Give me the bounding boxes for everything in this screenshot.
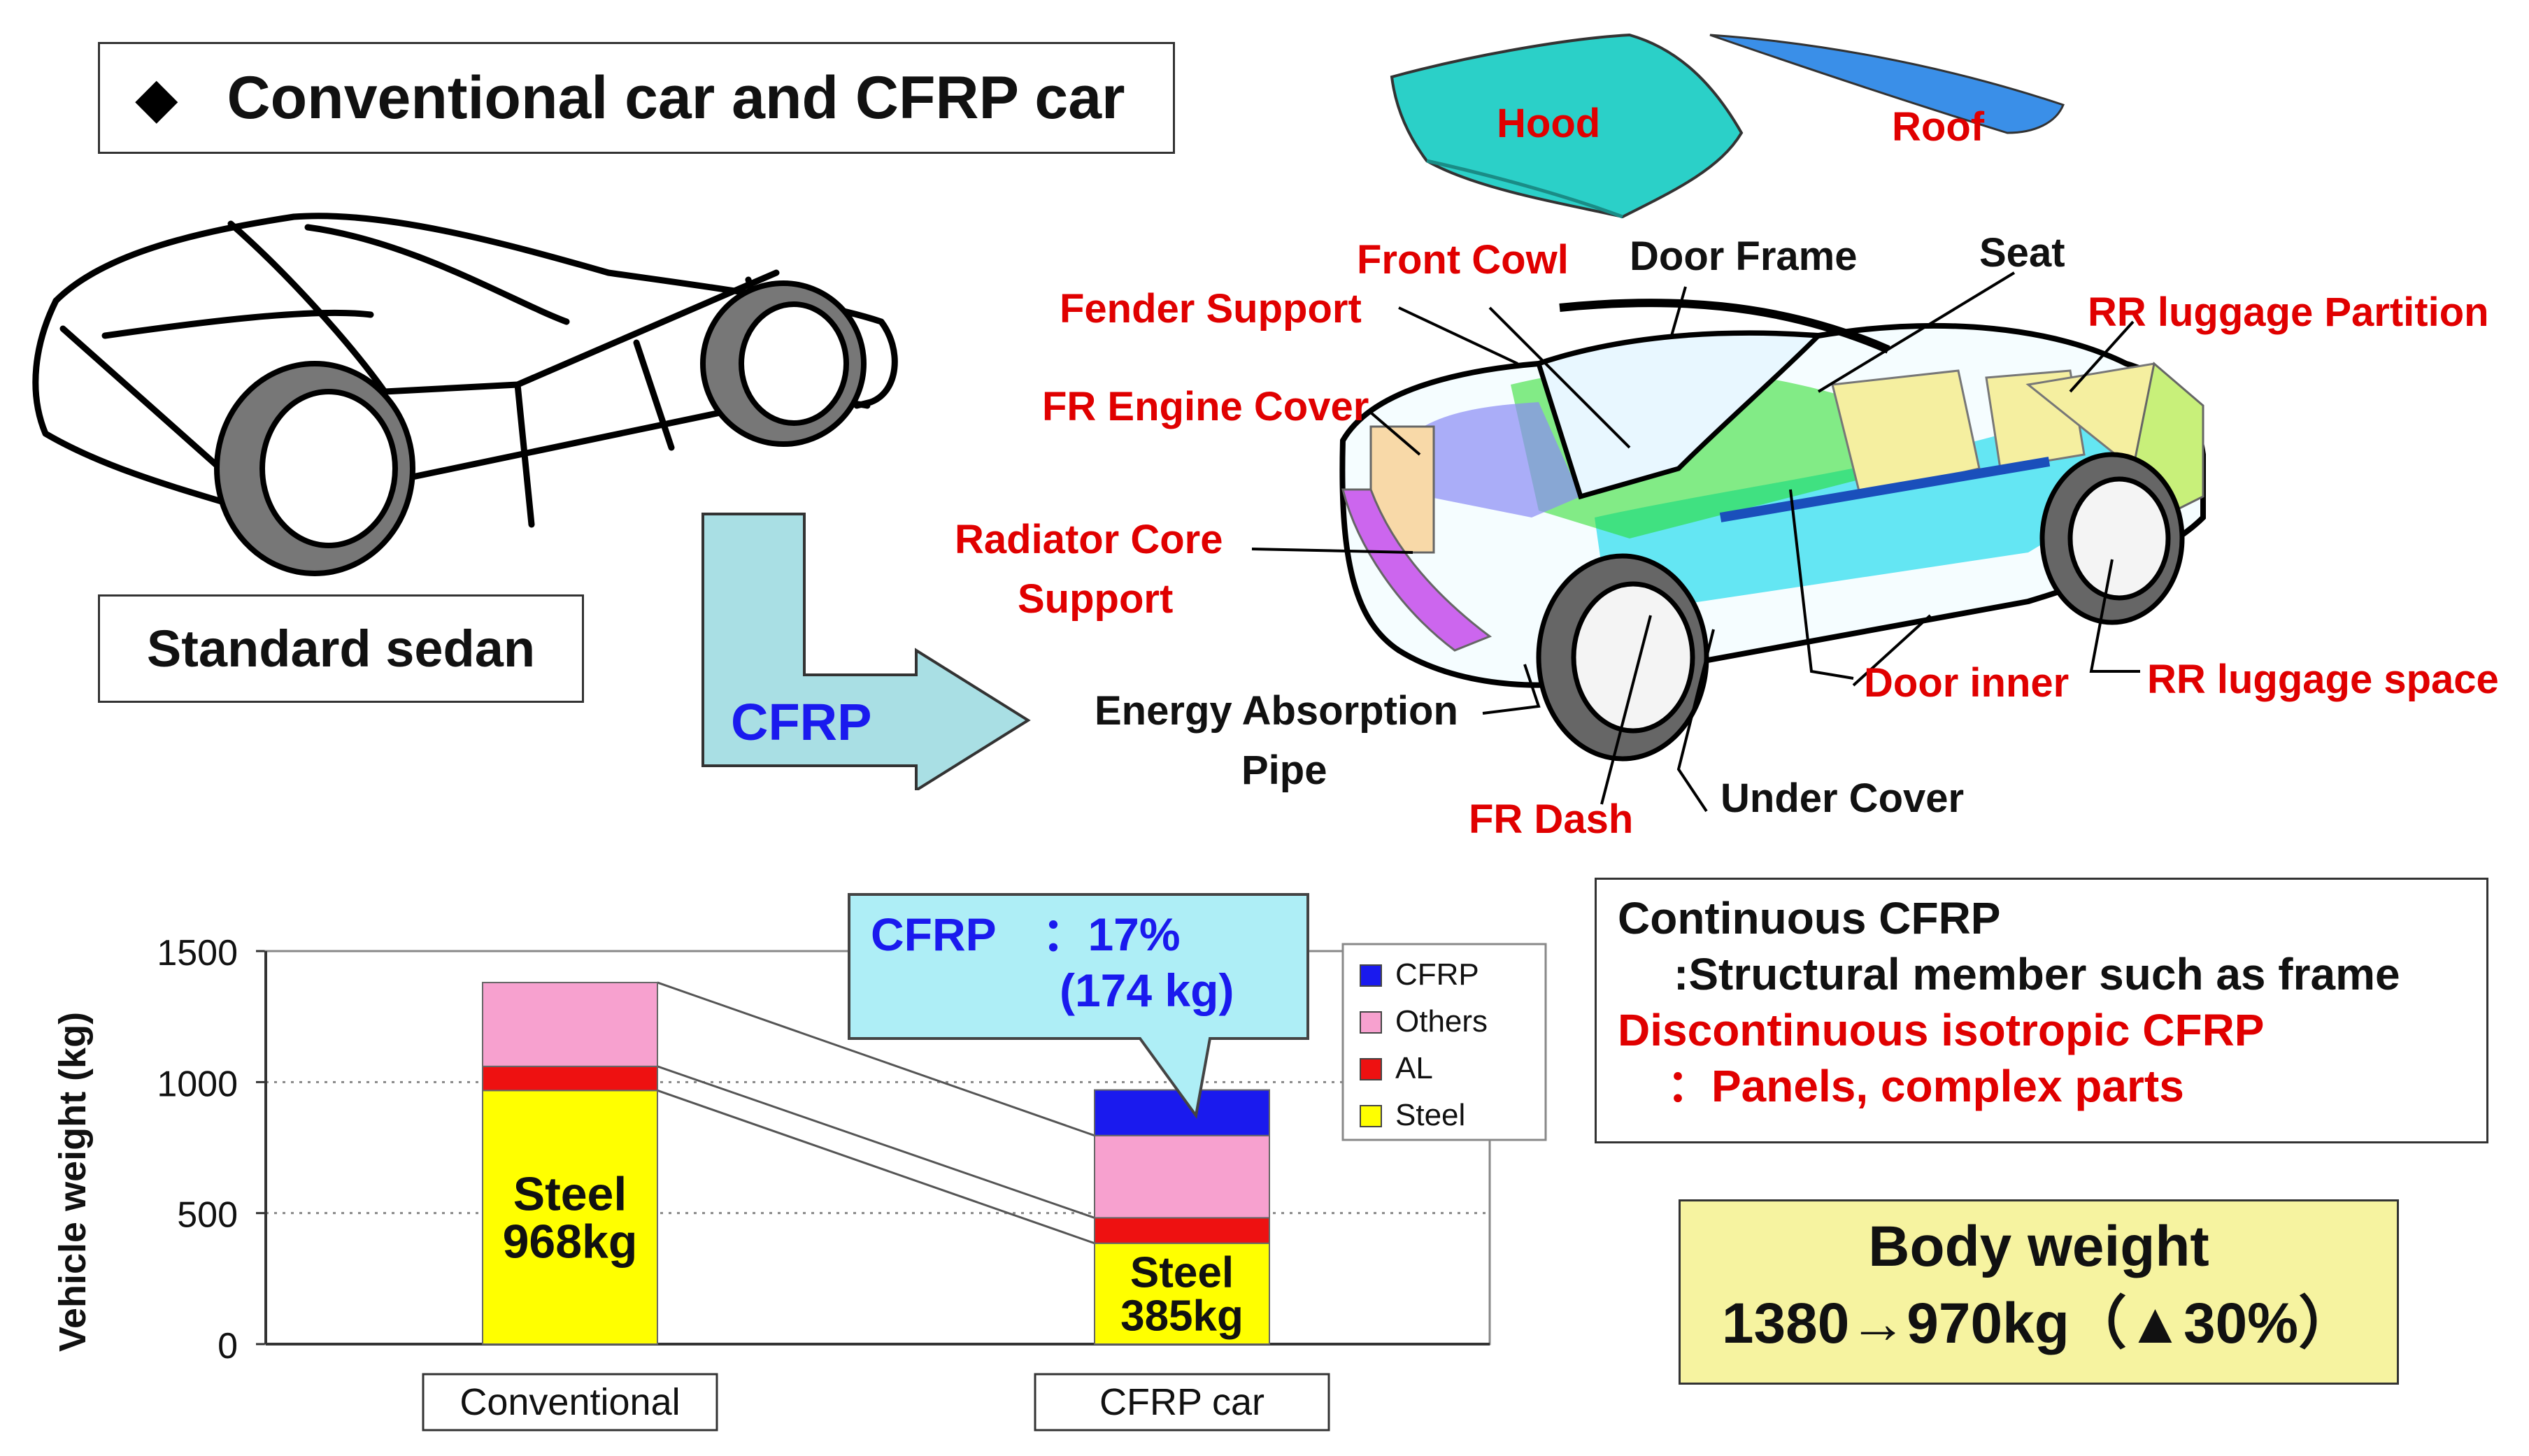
callout-line2: (174 kg): [1060, 964, 1234, 1016]
y-tick-labels: 0 500 1000 1500: [157, 933, 238, 1366]
radiator-core-label-line2: Support: [1018, 576, 1174, 622]
cfrp-info-box: Continuous CFRP :Structural member such …: [1595, 878, 2488, 1143]
legend-swatch-cfrp: [1360, 964, 1382, 987]
fr-dash-label: FR Dash: [1469, 797, 1634, 842]
bar-label: Steel: [513, 1167, 627, 1220]
standard-sedan-label-box: Standard sedan: [98, 594, 584, 703]
bar-label: 385kg: [1120, 1292, 1244, 1341]
title-box: ◆ Conventional car and CFRP car: [98, 42, 1175, 154]
diamond-bullet-icon: ◆: [135, 66, 178, 129]
y-tick-label: 500: [177, 1195, 238, 1236]
y-tick-label: 1500: [157, 933, 238, 973]
under-cover-label: Under Cover: [1721, 776, 1965, 821]
hood-panel: [1390, 33, 1744, 219]
roof-label: Roof: [1892, 104, 1985, 150]
y-tick-label: 1000: [157, 1064, 238, 1104]
legend-label-cfrp: CFRP: [1395, 957, 1479, 992]
bar-connector-lines: [657, 981, 1095, 1245]
standard-sedan-label: Standard sedan: [146, 620, 536, 678]
y-tick-label: 0: [218, 1326, 238, 1366]
bar-label: 968kg: [503, 1215, 638, 1268]
info-line2: :Structural member such as frame: [1674, 949, 2400, 999]
door-inner-label: Door inner: [1864, 660, 2069, 706]
legend-label-others: Others: [1395, 1004, 1488, 1039]
connector-line: [657, 1089, 1095, 1245]
body-weight-value: 1380→970kg（▲30%）: [1721, 1292, 2356, 1355]
legend-swatch-al: [1360, 1058, 1382, 1080]
hood-label: Hood: [1497, 101, 1601, 146]
rr-luggage-space-label: RR luggage space: [2147, 657, 2499, 702]
body-weight-title: Body weight: [1868, 1215, 2209, 1278]
bar-segment-al-cfrp-car: [1094, 1217, 1270, 1244]
bar-label: Steel: [1130, 1249, 1234, 1297]
energy-absorption-label-line1: Energy Absorption: [1095, 688, 1458, 734]
fr-engine-cover-label: FR Engine Cover: [1042, 384, 1369, 429]
legend-swatch-others: [1360, 1011, 1382, 1034]
bar-segment-others-conventional: [482, 981, 658, 1067]
bar-segment-al-conventional: [482, 1065, 658, 1092]
standard-sedan-sketch: [32, 213, 898, 576]
radiator-core-label-line1: Radiator Core: [955, 517, 1223, 562]
chart-bars: [482, 981, 1270, 1346]
rear-wheel: [700, 280, 867, 447]
cfrp-arrow-label: CFRP: [731, 693, 872, 751]
roof-panel: [1709, 34, 2065, 134]
front-cowl-label: Front Cowl: [1357, 237, 1569, 283]
category-labels: Conventional CFRP car: [422, 1373, 1330, 1432]
bar-segment-steel-conventional: [482, 1090, 658, 1345]
info-line4: ：Panels, complex parts: [1667, 1061, 2184, 1111]
info-line1: Continuous CFRP: [1618, 893, 2001, 943]
cfrp-callout-bubble: [848, 893, 1309, 1119]
rear-wheel: [2039, 452, 2185, 625]
connector-line: [657, 1065, 1095, 1219]
callout-line1: CFRP ：17%: [871, 908, 1181, 960]
category-label: CFRP car: [1099, 1381, 1264, 1423]
rr-luggage-partition-label: RR luggage Partition: [2088, 290, 2489, 335]
y-axis-label: Vehicle weight (kg): [52, 1012, 94, 1352]
front-wheel: [1536, 553, 1709, 762]
page-title: Conventional car and CFRP car: [227, 64, 1125, 131]
bar-segment-others-cfrp-car: [1094, 1134, 1270, 1219]
category-label-box: [1034, 1373, 1330, 1432]
energy-absorption-label-line2: Pipe: [1241, 748, 1327, 793]
fender-support-label: Fender Support: [1060, 286, 1362, 331]
cfrp-arrow: [701, 513, 1031, 790]
legend-label-al: AL: [1395, 1051, 1433, 1085]
connector-line: [657, 981, 1095, 1137]
body-weight-box: Body weight 1380→970kg（▲30%）: [1679, 1199, 2399, 1385]
category-label: Conventional: [460, 1381, 680, 1423]
category-label-box: [422, 1373, 718, 1432]
legend-swatch-steel: [1360, 1105, 1382, 1127]
legend-label-steel: Steel: [1395, 1098, 1465, 1132]
cfrp-car-illustration: [1339, 299, 2206, 762]
front-wheel: [214, 361, 415, 576]
door-frame-label: Door Frame: [1630, 234, 1858, 279]
info-line3: Discontinuous isotropic CFRP: [1618, 1005, 2265, 1055]
seat-label: Seat: [1979, 230, 2065, 276]
